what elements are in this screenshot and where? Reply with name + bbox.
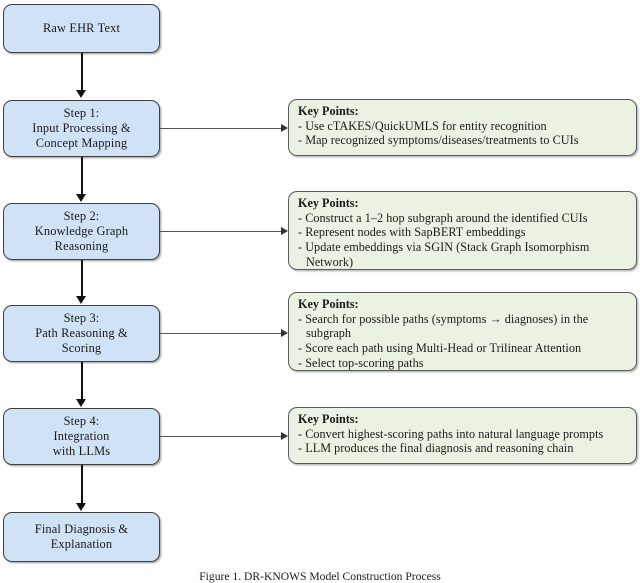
node-step-4[interactable]: Step 4: Integration with LLMs bbox=[3, 408, 160, 465]
keypoints-step-3-list: - Search for possible paths (symptoms → … bbox=[298, 312, 628, 371]
arrowhead-step2-to-step3 bbox=[76, 296, 87, 304]
keypoints-step-4[interactable]: Key Points: - Convert highest-scoring pa… bbox=[288, 407, 637, 464]
node-raw-ehr-text-label: Raw EHR Text bbox=[42, 20, 121, 35]
connector-step3-to-keypoints bbox=[160, 332, 282, 335]
keypoints-step-4-item: - LLM produces the final diagnosis and r… bbox=[298, 441, 574, 456]
keypoints-step-3[interactable]: Key Points: - Search for possible paths … bbox=[288, 292, 637, 371]
keypoints-step-4-title: Key Points: bbox=[298, 412, 359, 426]
keypoints-step-2-item: - Construct a 1–2 hop subgraph around th… bbox=[298, 210, 588, 225]
keypoints-step-2-list: - Construct a 1–2 hop subgraph around th… bbox=[298, 211, 628, 270]
arrowhead-step1-to-keypoints bbox=[281, 124, 288, 133]
connector-step2-to-keypoints bbox=[160, 230, 282, 233]
node-final-diagnosis[interactable]: Final Diagnosis & Explanation bbox=[3, 512, 160, 562]
keypoints-step-2[interactable]: Key Points: - Construct a 1–2 hop subgra… bbox=[288, 191, 637, 270]
connector-step2-to-step3 bbox=[80, 260, 83, 297]
connector-step1-to-step2 bbox=[80, 157, 83, 195]
arrowhead-step4-to-keypoints bbox=[281, 432, 288, 441]
arrowhead-raw-to-step1 bbox=[76, 90, 87, 98]
connector-step3-to-step4 bbox=[80, 362, 83, 400]
arrowhead-step3-to-keypoints bbox=[281, 329, 288, 338]
keypoints-step-1-item: - Map recognized symptoms/diseases/treat… bbox=[298, 133, 579, 148]
keypoints-step-1-list: - Use cTAKES/QuickUMLS for entity recogn… bbox=[298, 119, 628, 149]
keypoints-step-4-list: - Convert highest-scoring paths into nat… bbox=[298, 427, 628, 457]
figure-caption: Figure 1. DR-KNOWS Model Construction Pr… bbox=[199, 570, 441, 583]
node-step-3-label: Step 3: Path Reasoning & Scoring bbox=[35, 310, 128, 356]
connector-raw-to-step1 bbox=[80, 53, 83, 91]
keypoints-step-1-title: Key Points: bbox=[298, 104, 359, 118]
keypoints-step-1[interactable]: Key Points: - Use cTAKES/QuickUMLS for e… bbox=[288, 99, 637, 156]
node-step-2-label: Step 2: Knowledge Graph Reasoning bbox=[34, 208, 129, 254]
node-step-2[interactable]: Step 2: Knowledge Graph Reasoning bbox=[3, 203, 160, 260]
node-step-4-label: Step 4: Integration with LLMs bbox=[52, 413, 111, 459]
connector-step4-to-keypoints bbox=[160, 435, 282, 438]
connector-step1-to-keypoints bbox=[160, 127, 282, 130]
keypoints-step-4-item: - Convert highest-scoring paths into nat… bbox=[298, 426, 604, 441]
node-raw-ehr-text[interactable]: Raw EHR Text bbox=[3, 4, 160, 53]
keypoints-step-2-item: - Represent nodes with SapBERT embedding… bbox=[298, 225, 526, 240]
keypoints-step-3-item: - Select top-scoring paths bbox=[298, 355, 424, 370]
keypoints-step-2-item: - Update embeddings via SGIN (Stack Grap… bbox=[298, 240, 590, 269]
keypoints-step-1-item: - Use cTAKES/QuickUMLS for entity recogn… bbox=[298, 118, 547, 133]
node-final-diagnosis-label: Final Diagnosis & Explanation bbox=[34, 521, 129, 551]
arrowhead-step1-to-step2 bbox=[76, 194, 87, 202]
arrowhead-step2-to-keypoints bbox=[281, 227, 288, 236]
keypoints-step-2-title: Key Points: bbox=[298, 196, 359, 210]
node-step-1-label: Step 1: Input Processing & Concept Mappi… bbox=[32, 105, 131, 151]
node-step-1[interactable]: Step 1: Input Processing & Concept Mappi… bbox=[3, 100, 160, 157]
arrowhead-step3-to-step4 bbox=[76, 399, 87, 407]
keypoints-step-3-title: Key Points: bbox=[298, 297, 359, 311]
connector-step4-to-final bbox=[80, 465, 83, 504]
keypoints-step-3-item: - Score each path using Multi-Head or Tr… bbox=[298, 341, 582, 356]
keypoints-step-3-item: - Search for possible paths (symptoms → … bbox=[298, 311, 589, 341]
arrowhead-step4-to-final bbox=[76, 503, 87, 511]
node-step-3[interactable]: Step 3: Path Reasoning & Scoring bbox=[3, 305, 160, 362]
